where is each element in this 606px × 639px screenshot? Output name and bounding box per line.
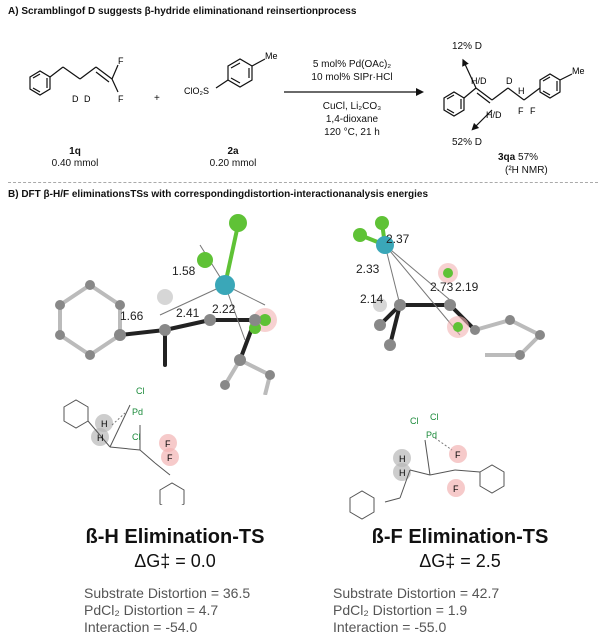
atom-h-d-top: H/D	[471, 76, 487, 86]
condition-additives: CuCl, Li₂CO₃	[322, 101, 382, 112]
conditions-above: 5 mol% Pd(OAc)₂ 10 mol% SIPr·HCl	[282, 58, 422, 84]
atom-d-1: D	[72, 94, 79, 104]
scheme-right-f-1: F	[455, 450, 461, 460]
atom-h-d-bottom: H/D	[486, 110, 502, 120]
condition-solvent: 1,4-dioxane	[325, 114, 379, 125]
me-2a: Me	[265, 51, 278, 61]
product-label-row: 3qa 57%	[498, 152, 538, 163]
condition-ligand: 10 mol% SIPr·HCl	[311, 72, 393, 83]
product-label: 3qa	[498, 152, 516, 163]
reactant-2a-amount: 0.20 mmol	[209, 158, 257, 169]
condition-temp-time: 120 °C, 21 h	[324, 127, 380, 138]
product-3qa-structure: H/D D H H/D F F Me	[443, 58, 585, 131]
distance-2-73: 2.73	[430, 280, 454, 294]
scheme-right-cl-1: Cl	[410, 416, 419, 426]
distance-2-14: 2.14	[360, 292, 384, 306]
atom-f-product-1: F	[518, 106, 524, 116]
scheme-right-h-1: H	[399, 454, 406, 464]
beta-h-ts-scheme: Cl Pd H H Cl F F	[63, 386, 185, 505]
scheme-left-h-1: H	[101, 419, 108, 429]
distance-2-22: 2.22	[212, 302, 236, 316]
distance-2-19: 2.19	[455, 280, 479, 294]
condition-catalyst: 5 mol% Pd(OAc)₂	[312, 59, 392, 70]
section-divider	[8, 182, 598, 183]
annot-12-d: 12% D	[452, 41, 483, 52]
distance-1-58: 1.58	[172, 264, 196, 278]
conditions-below: CuCl, Li₂CO₃ 1,4-dioxane 120 °C, 21 h	[282, 100, 422, 139]
reaction-arrow	[284, 88, 424, 96]
beta-h-interaction: Interaction = -54.0	[84, 619, 198, 635]
scheme-left-cl-bottom: Cl	[132, 432, 141, 442]
beta-h-substrate-distortion: Substrate Distortion = 36.5	[84, 585, 251, 601]
beta-f-ts-title: ß-F Elimination-TS	[371, 526, 549, 548]
beta-f-pdcl2-distortion: PdCl₂ Distortion = 1.9	[333, 602, 468, 618]
beta-f-ts-scheme: Cl Cl Pd H H F F	[349, 412, 505, 520]
beta-h-ts-title: ß-H Elimination-TS	[85, 526, 265, 548]
atom-d-2: D	[84, 94, 91, 104]
me-product: Me	[572, 66, 585, 76]
distance-2-41: 2.41	[176, 306, 200, 320]
atom-f-1: F	[118, 56, 124, 66]
scheme-left-h-2: H	[97, 433, 104, 443]
plus-sign: +	[154, 93, 160, 104]
scheme-left-f-2: F	[167, 453, 173, 463]
scheme-right-cl-2: Cl	[430, 412, 439, 422]
section-b-title: B) DFT β-H/F eliminationsTSs with corres…	[8, 189, 429, 200]
scheme-right-pd: Pd	[426, 430, 437, 440]
beta-h-ts-dg: ΔG‡ = 0.0	[134, 551, 216, 571]
product-yield: 57%	[518, 152, 539, 163]
beta-f-interaction: Interaction = -55.0	[333, 619, 447, 635]
distance-2-33: 2.33	[356, 262, 380, 276]
atom-f-product-2: F	[530, 106, 536, 116]
atom-h-product: H	[518, 86, 525, 96]
reactant-1q-structure: D D F F	[29, 56, 124, 104]
beta-h-ts-3d-model: 1.58 1.66 2.41 2.22	[55, 214, 277, 395]
distance-1-66: 1.66	[120, 309, 144, 323]
reactant-2a-label: 2a	[227, 146, 239, 157]
reactant-2a-structure: Me ClO₂S	[184, 51, 278, 96]
scheme-left-pd: Pd	[132, 407, 143, 417]
beta-f-ts-3d-model: 2.37 2.33 2.73 2.19 2.14	[353, 216, 545, 360]
scheme-right-f-2: F	[453, 484, 459, 494]
product-method: (²H NMR)	[505, 165, 548, 176]
clo2s-group: ClO₂S	[184, 86, 209, 96]
reactant-1q-amount: 0.40 mmol	[51, 158, 99, 169]
beta-f-ts-dg: ΔG‡ = 2.5	[419, 551, 501, 571]
scheme-right-h-2: H	[399, 468, 406, 478]
annot-52-d: 52% D	[452, 137, 483, 148]
beta-f-substrate-distortion: Substrate Distortion = 42.7	[333, 585, 500, 601]
distance-2-37: 2.37	[386, 232, 410, 246]
atom-d-product: D	[506, 76, 513, 86]
beta-h-pdcl2-distortion: PdCl₂ Distortion = 4.7	[84, 602, 219, 618]
reactant-1q-label: 1q	[69, 146, 81, 157]
section-a-title: A) Scramblingof D suggests β-hydride eli…	[8, 6, 357, 17]
scheme-left-f-1: F	[165, 439, 171, 449]
scheme-left-cl-top: Cl	[136, 386, 145, 396]
beta-f-ts-energies: Substrate Distortion = 42.7 PdCl₂ Distor…	[333, 585, 499, 636]
beta-h-ts-energies: Substrate Distortion = 36.5 PdCl₂ Distor…	[84, 585, 250, 636]
atom-f-2: F	[118, 94, 124, 104]
